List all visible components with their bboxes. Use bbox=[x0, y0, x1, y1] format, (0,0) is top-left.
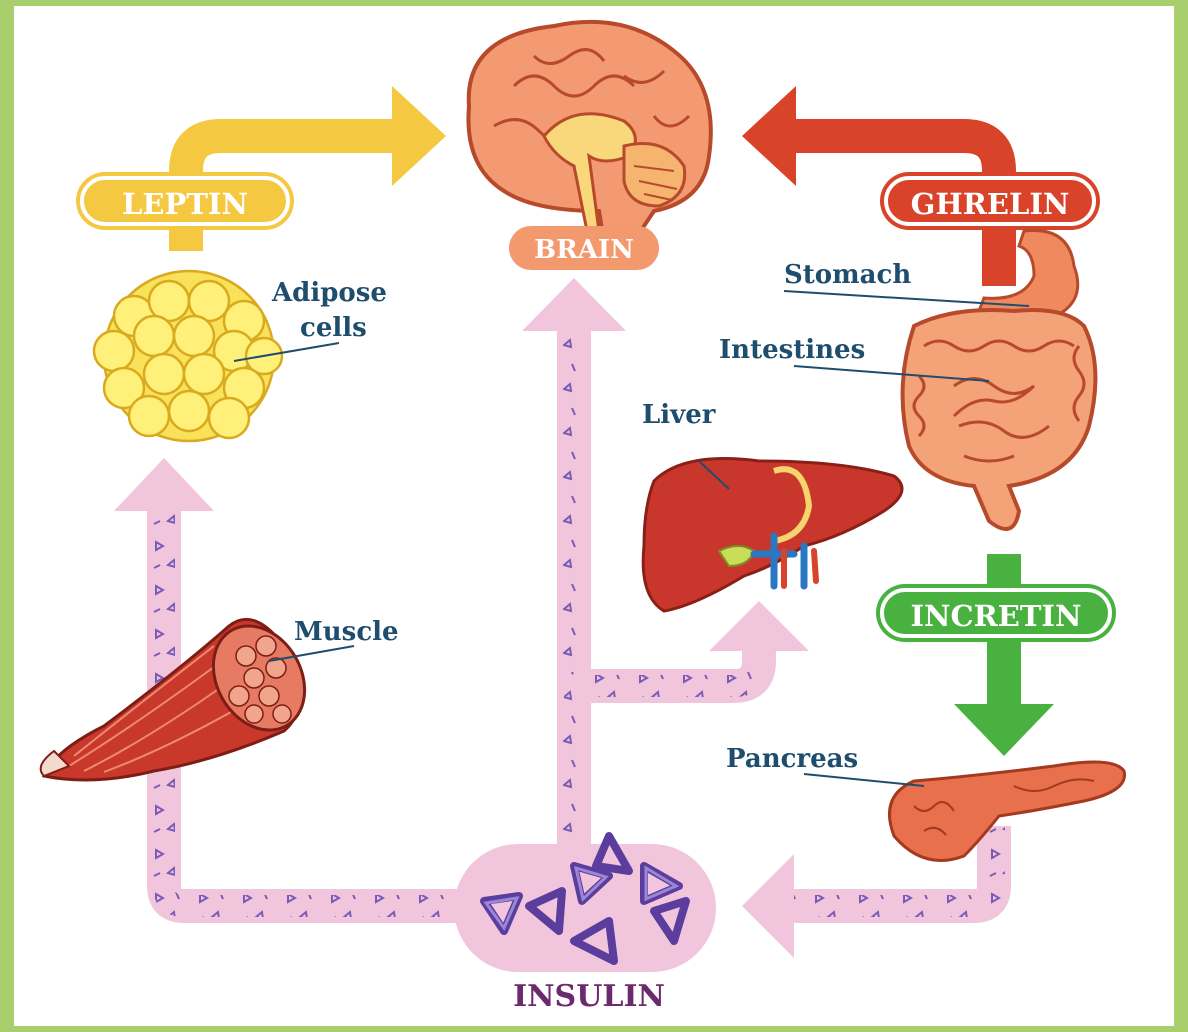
incretin-label: INCRETIN bbox=[910, 599, 1081, 633]
pancreas-pointer-line bbox=[804, 774, 924, 786]
incretin-arrow bbox=[876, 554, 1116, 756]
muscle-label: Muscle bbox=[294, 617, 399, 647]
intestines-label: Intestines bbox=[719, 335, 865, 365]
brain-icon bbox=[468, 22, 710, 241]
stomach-label: Stomach bbox=[784, 260, 911, 290]
insulin-pool bbox=[454, 836, 716, 972]
adipose-label-line2: cells bbox=[300, 313, 367, 343]
liver-label: Liver bbox=[642, 400, 716, 430]
intestines-icon bbox=[903, 310, 1096, 529]
ghrelin-label: GHRELIN bbox=[911, 187, 1070, 221]
diagram-canvas: INSULIN LEPTIN GHRELIN INCRETIN BRAIN bbox=[14, 6, 1174, 1026]
liver-icon bbox=[643, 459, 902, 612]
adipose-label-line1: Adipose bbox=[271, 278, 387, 308]
muscle-icon bbox=[41, 609, 323, 780]
arrowhead-to-liver bbox=[709, 601, 809, 651]
insulin-label: INSULIN bbox=[513, 979, 665, 1014]
adipose-cells-icon bbox=[94, 271, 282, 441]
leptin-arrow bbox=[76, 86, 446, 251]
brain-label: BRAIN bbox=[534, 235, 634, 265]
leptin-label: LEPTIN bbox=[122, 187, 248, 221]
arrowhead-to-brain bbox=[522, 278, 626, 331]
pancreas-label: Pancreas bbox=[726, 744, 858, 774]
hormone-flow-diagram: INSULIN LEPTIN GHRELIN INCRETIN BRAIN bbox=[14, 6, 1174, 1026]
arrowhead-to-insulin-pool bbox=[742, 854, 794, 958]
